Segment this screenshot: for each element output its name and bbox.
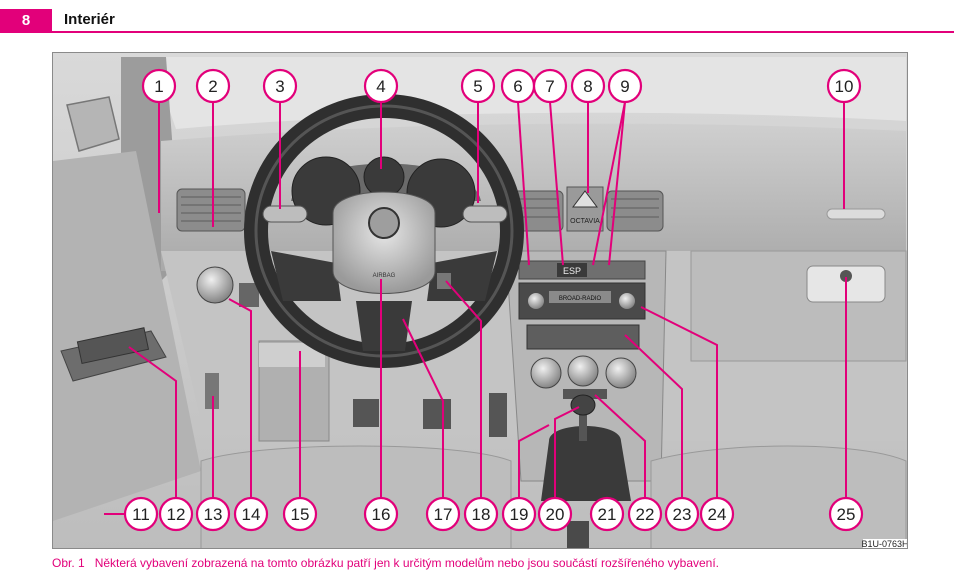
callout-19: 19 — [501, 496, 537, 532]
radio-knob-right — [619, 293, 635, 309]
callout-4: 4 — [363, 68, 399, 104]
callout-2: 2 — [195, 68, 231, 104]
page-number-badge: 8 — [0, 9, 52, 33]
figure-code-box — [863, 539, 907, 548]
page-title: Interiér — [64, 11, 115, 28]
wiper-stalk — [462, 205, 508, 223]
svg-text:1: 1 — [154, 77, 163, 96]
callout-1: 1 — [141, 68, 177, 104]
esp-button — [557, 263, 587, 277]
passenger-seat — [650, 445, 907, 548]
callout-15: 15 — [282, 496, 318, 532]
svg-text:24: 24 — [708, 505, 727, 524]
clutch-pedal — [353, 399, 379, 427]
hazard-switch — [566, 186, 604, 232]
climate-knob-right — [605, 357, 637, 389]
callout-6: 6 — [500, 68, 536, 104]
callout-18: 18 — [463, 496, 499, 532]
svg-text:4: 4 — [376, 77, 385, 96]
svg-text:5: 5 — [473, 77, 482, 96]
svg-text:13: 13 — [204, 505, 223, 524]
brand-text: OCTAVIA — [570, 218, 600, 225]
airbag-label: AIRBAG — [373, 273, 396, 279]
storage-tray — [526, 324, 640, 350]
airbag-off-label — [826, 208, 886, 220]
svg-text:17: 17 — [434, 505, 453, 524]
climate-knob-middle — [567, 355, 599, 387]
svg-text:23: 23 — [673, 505, 692, 524]
callout-22: 22 — [627, 496, 663, 532]
radio-display — [549, 291, 611, 303]
center-vent-right — [606, 190, 664, 232]
skoda-logo-icon — [368, 207, 400, 239]
gear-knob — [570, 394, 596, 416]
svg-text:12: 12 — [167, 505, 186, 524]
svg-text:8: 8 — [583, 77, 592, 96]
window-switches — [76, 327, 150, 365]
svg-text:22: 22 — [636, 505, 655, 524]
callout-14: 14 — [233, 496, 269, 532]
callout-9: 9 — [607, 68, 643, 104]
header-rule — [52, 31, 954, 33]
svg-text:20: 20 — [546, 505, 565, 524]
svg-text:3: 3 — [275, 77, 284, 96]
figure-code: B1U-0763H — [861, 539, 908, 549]
callout-23: 23 — [664, 496, 700, 532]
brake-pedal — [423, 399, 451, 429]
callout-17: 17 — [425, 496, 461, 532]
climate-knob-left — [530, 357, 562, 389]
callout-16: 16 — [363, 496, 399, 532]
callout-25: 25 — [828, 496, 864, 532]
steering-hub — [332, 191, 436, 294]
svg-text:10: 10 — [835, 77, 854, 96]
side-mirror — [66, 96, 120, 152]
svg-text:6: 6 — [513, 77, 522, 96]
ignition-lock — [437, 273, 451, 289]
gear-lever — [579, 401, 587, 441]
esp-label: ESP — [563, 266, 581, 276]
svg-text:21: 21 — [598, 505, 617, 524]
left-air-vent — [176, 188, 246, 232]
svg-text:11: 11 — [132, 505, 150, 524]
callout-10: 10 — [826, 68, 862, 104]
callout-21: 21 — [589, 496, 625, 532]
callout-8: 8 — [570, 68, 606, 104]
radio-label: BROAD-RADIO — [559, 296, 602, 302]
climate-buttons — [563, 389, 607, 399]
callout-24: 24 — [699, 496, 735, 532]
turn-signal-stalk — [262, 205, 308, 223]
caption-label: Obr. 1 — [52, 556, 85, 570]
steering-wheel: AIRBAG — [244, 94, 524, 368]
callout-20: 20 — [537, 496, 573, 532]
figure-caption: Obr. 1 Některá vybavení zobrazená na tomt… — [52, 556, 719, 570]
svg-text:16: 16 — [372, 505, 391, 524]
headlight-range-control — [239, 283, 259, 307]
callout-12: 12 — [158, 496, 194, 532]
light-switch — [196, 266, 234, 304]
svg-text:14: 14 — [242, 505, 261, 524]
svg-text:2: 2 — [208, 77, 217, 96]
hazard-triangle-icon — [572, 190, 598, 208]
glovebox-lock — [840, 270, 852, 282]
svg-text:25: 25 — [837, 505, 856, 524]
callout-3: 3 — [262, 68, 298, 104]
callout-7: 7 — [532, 68, 568, 104]
caption-text: Některá vybavení zobrazená na tomto obrá… — [94, 556, 720, 570]
gear-boot — [541, 426, 631, 501]
callout-5: 5 — [460, 68, 496, 104]
svg-text:7: 7 — [545, 77, 554, 96]
callout-11: 11 — [123, 496, 159, 532]
svg-text:19: 19 — [510, 505, 529, 524]
handbrake — [567, 521, 589, 548]
callout-13: 13 — [195, 496, 231, 532]
svg-text:15: 15 — [291, 505, 310, 524]
center-gauge — [363, 156, 405, 198]
svg-text:9: 9 — [620, 77, 629, 96]
svg-text:18: 18 — [472, 505, 491, 524]
bonnet-release — [205, 373, 219, 409]
interior-figure: OCTAVIA ESP BROAD-RADIO AIRBAG — [52, 52, 908, 549]
accelerator-pedal — [489, 393, 507, 437]
radio-knob-left — [528, 293, 544, 309]
